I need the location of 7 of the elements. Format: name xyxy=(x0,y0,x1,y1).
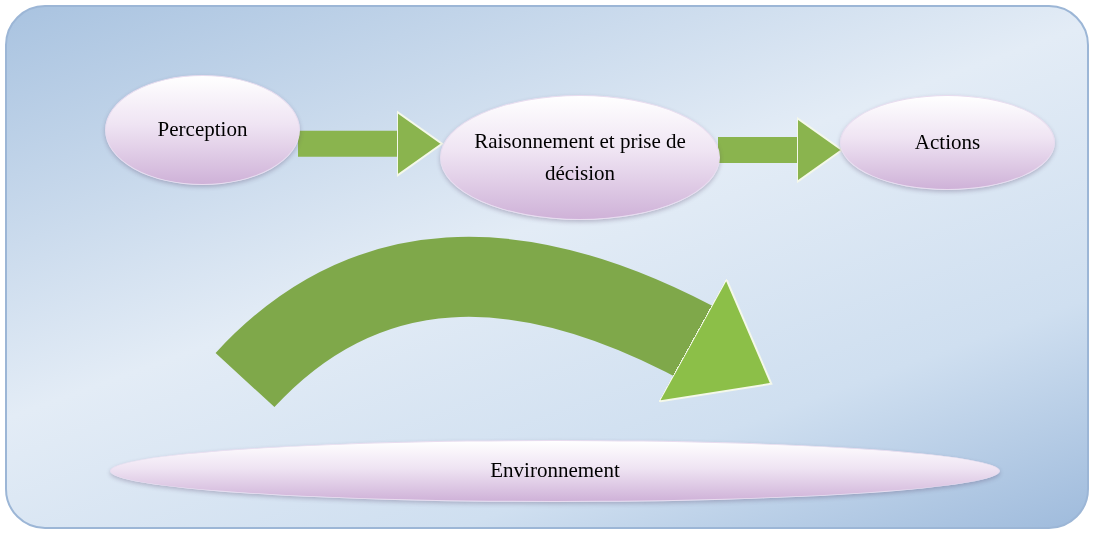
node-label: Environnement xyxy=(489,457,621,485)
node-label: Raisonnement et prise de décision xyxy=(473,128,687,187)
block-arrow xyxy=(298,110,443,177)
block-arrow xyxy=(217,237,774,409)
block-arrow xyxy=(718,117,843,183)
node-label: Perception xyxy=(156,116,249,144)
node-label: Actions xyxy=(913,128,982,156)
